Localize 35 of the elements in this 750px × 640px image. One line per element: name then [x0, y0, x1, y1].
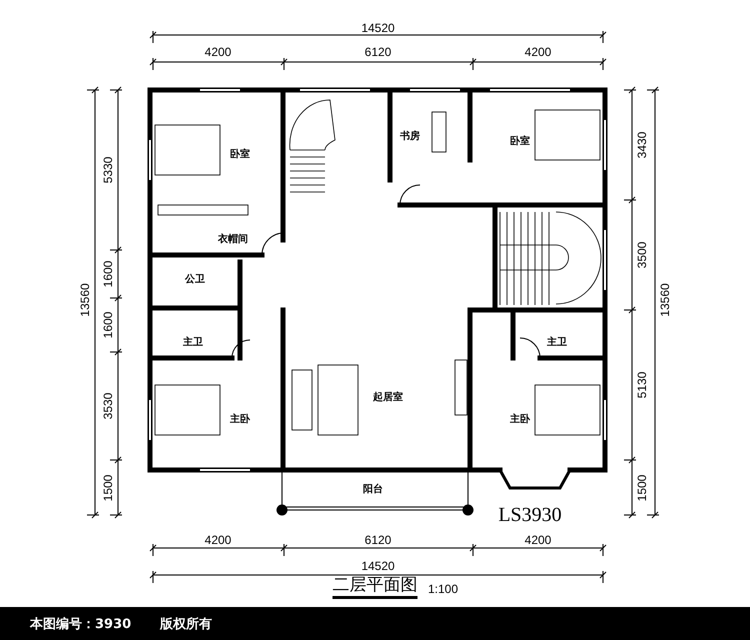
dimension-label: 3500	[636, 242, 648, 268]
room-label: 阳台	[363, 485, 383, 495]
dimension-label: 4200	[204, 46, 232, 58]
dimension-label: 13560	[79, 283, 91, 317]
dimension-label: 1600	[102, 260, 114, 288]
footer-text: 版权所有	[160, 616, 212, 632]
room-label: 衣帽间	[218, 235, 248, 245]
dimension-label: 1500	[636, 474, 648, 502]
room-label: 主卫	[547, 338, 567, 348]
dimension-label: 5130	[636, 372, 648, 398]
room-label: 主卧	[230, 415, 250, 425]
dimension-label: 1500	[102, 474, 114, 502]
dimension-label: 14520	[361, 22, 395, 34]
scale-label: 1:100	[428, 583, 458, 595]
dimension-label: 14520	[361, 560, 395, 572]
drawing-title: 二层平面图	[332, 577, 418, 599]
room-label: 书房	[400, 132, 420, 142]
dimension-label: 6120	[364, 534, 392, 546]
dimension-label: 13560	[659, 283, 671, 317]
room-label: 卧室	[230, 150, 250, 160]
room-label: 卧室	[510, 137, 530, 147]
room-label: 主卧	[510, 415, 530, 425]
footer-text: 本图编号：3930	[30, 616, 132, 632]
dimension-label: 4200	[204, 534, 232, 546]
dimension-label: 1600	[102, 312, 114, 338]
dimension-label: 3430	[636, 132, 648, 158]
dimension-label: 3530	[102, 392, 114, 420]
dimension-label: 5330	[102, 156, 114, 184]
dimension-label: 6120	[364, 46, 392, 58]
dimension-label: 4200	[524, 46, 552, 58]
room-label: 公卫	[185, 275, 205, 285]
room-label: 起居室	[373, 393, 403, 403]
room-label: 主卫	[183, 338, 203, 348]
dimension-label: 4200	[524, 534, 552, 546]
drawing-number: LS3930	[498, 505, 562, 525]
